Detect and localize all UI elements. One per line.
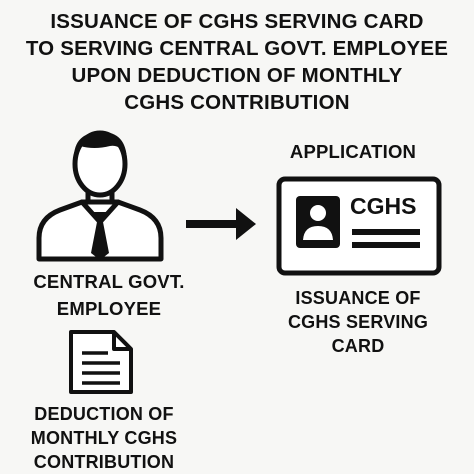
issuance-label: ISSUANCE OF CGHS SERVING CARD	[268, 286, 448, 358]
deduction-label-line: CONTRIBUTION	[33, 452, 175, 472]
issuance-label-line: CARD	[331, 336, 385, 356]
title-line: UPON DEDUCTION OF MONTHLY	[71, 64, 403, 87]
deduction-label-line: MONTHLY CGHS	[30, 428, 178, 448]
employee-label-line: CENTRAL GOVT.	[33, 271, 185, 292]
issuance-label-line: CGHS SERVING	[287, 312, 429, 332]
deduction-label: DEDUCTION OF MONTHLY CGHS CONTRIBUTION	[14, 402, 194, 474]
diagram-title: ISSUANCE OF CGHS SERVING CARD TO SERVING…	[0, 8, 474, 116]
title-line: TO SERVING CENTRAL GOVT. EMPLOYEE	[25, 37, 449, 60]
issuance-label-line: ISSUANCE OF	[295, 288, 421, 308]
card-text: CGHS	[350, 193, 417, 219]
deduction-label-line: DEDUCTION OF	[34, 404, 174, 424]
employee-label: CENTRAL GOVT. EMPLOYEE	[14, 268, 204, 322]
application-label: APPLICATION	[289, 141, 417, 162]
document-icon	[69, 330, 133, 394]
title-line: CGHS CONTRIBUTION	[124, 91, 350, 114]
title-line: ISSUANCE OF CGHS SERVING CARD	[50, 10, 424, 33]
id-card-icon	[276, 176, 442, 276]
right-arrow-icon	[186, 208, 256, 240]
person-tie-icon	[36, 130, 164, 262]
employee-label-line: EMPLOYEE	[56, 298, 162, 319]
